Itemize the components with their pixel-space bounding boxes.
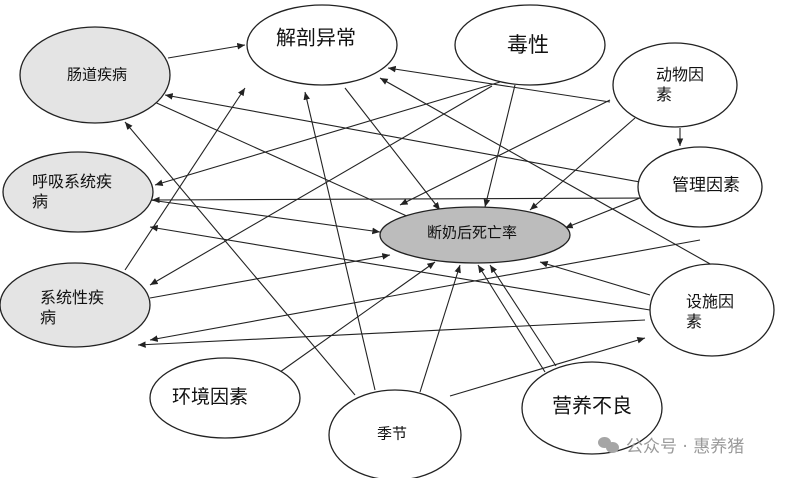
node-label-management-factors: 管理因素 — [672, 175, 740, 196]
node-label-malnutrition: 营养不良 — [552, 393, 632, 418]
influence-arrow — [539, 261, 651, 296]
node-systemic-disease — [0, 262, 151, 348]
influence-arrow — [564, 197, 641, 229]
node-anatomical-abnormality — [246, 4, 398, 86]
influence-arrow — [149, 239, 701, 342]
influence-arrow — [344, 87, 441, 211]
node-label-anatomical-abnormality: 解剖异常 — [276, 25, 356, 50]
node-label-environmental-factors: 环境因素 — [171, 386, 249, 409]
node-malnutrition — [521, 361, 663, 455]
animal-line2: 素 — [655, 85, 673, 104]
influence-arrow — [477, 264, 546, 373]
node-season — [328, 389, 462, 478]
influence-arrow — [151, 196, 641, 204]
influence-arrow — [379, 77, 713, 266]
node-label-animal-factors: 动物因素 — [656, 65, 704, 105]
node-environmental-factors — [149, 357, 301, 439]
systemic-line2: 病 — [39, 308, 57, 327]
influence-arrow — [419, 264, 461, 393]
node-facility-factors — [649, 263, 775, 357]
influence-arrow — [137, 319, 646, 348]
wechat-icon — [598, 436, 620, 454]
facility-line1: 设施因 — [685, 292, 735, 311]
respiratory-line2: 病 — [31, 192, 49, 211]
node-toxicity — [454, 4, 606, 86]
systemic-line1: 系统性疾 — [39, 288, 105, 307]
influence-arrow — [154, 81, 501, 186]
node-label-intestinal-disease: 肠道疾病 — [66, 65, 128, 84]
node-label-facility-factors: 设施因素 — [686, 292, 734, 332]
influence-arrow — [529, 117, 636, 211]
node-label-respiratory-disease: 呼吸系统疾病 — [32, 172, 112, 212]
animal-line1: 动物因 — [655, 65, 705, 84]
influence-arrow — [167, 43, 246, 59]
influence-arrow — [149, 253, 391, 299]
influence-arrow — [449, 337, 646, 397]
influence-arrow — [124, 87, 246, 271]
node-label-systemic-disease: 系统性疾病 — [40, 288, 104, 328]
influence-arrow — [149, 85, 493, 286]
influence-arrow — [149, 199, 381, 235]
influence-arrow — [303, 91, 376, 391]
node-respiratory-disease — [2, 151, 154, 233]
influence-arrow — [149, 225, 651, 311]
influence-arrow — [149, 99, 421, 223]
watermark: 公众号 · 惠养猪 — [598, 432, 744, 457]
influence-arrow — [387, 65, 611, 103]
facility-line2: 素 — [685, 312, 703, 331]
watermark-text: 公众号 · 惠养猪 — [626, 437, 745, 457]
influence-arrow — [399, 99, 611, 206]
influence-arrow — [489, 264, 557, 367]
node-management-factors — [637, 146, 763, 228]
node-label-toxicity: 毒性 — [507, 32, 549, 57]
node-intestinal-disease — [19, 26, 171, 124]
node-label-post-weaning-mortality: 断奶后死亡率 — [426, 223, 518, 242]
node-label-season: 季节 — [376, 424, 408, 443]
node-post-weaning-mortality — [379, 206, 571, 264]
respiratory-line1: 呼吸系统疾 — [31, 172, 113, 191]
influence-arrow — [124, 121, 356, 396]
node-animal-factors — [612, 42, 738, 128]
